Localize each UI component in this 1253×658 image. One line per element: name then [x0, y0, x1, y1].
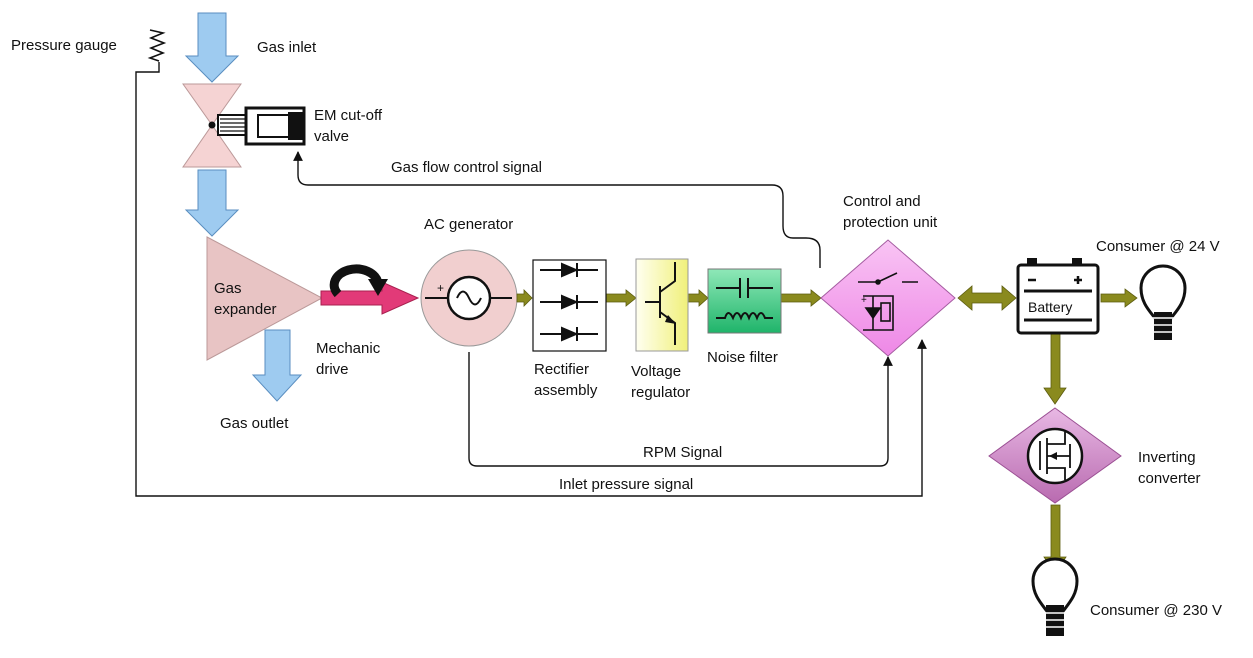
em-valve-label: EM cut-off valve — [314, 107, 383, 145]
control-protection-unit-block: + — [820, 239, 956, 357]
inverting-converter-label: Inverting converter — [1138, 449, 1201, 487]
gas-inlet-label: Gas inlet — [257, 39, 317, 56]
power-arrow-filter-ctrl — [780, 289, 822, 307]
power-arrow-battery-converter — [1043, 332, 1067, 405]
rpm-signal-label: RPM Signal — [643, 444, 723, 461]
mechanic-drive-label: Mechanic drive — [316, 340, 381, 378]
consumer-230v-label: Consumer @ 230 V — [1090, 602, 1222, 619]
power-flow-arrows — [516, 285, 1138, 574]
control-unit-label: Control and protection unit — [843, 193, 938, 231]
gas-outlet-label: Gas outlet — [220, 415, 289, 432]
battery-label: Battery — [1028, 299, 1073, 315]
mechanic-drive-arrow — [320, 281, 420, 315]
gas-flow-control-signal-line — [293, 151, 821, 268]
power-arrow-rect-reg — [605, 289, 637, 307]
inverting-converter-block — [988, 407, 1122, 504]
inlet-pressure-signal-line — [135, 62, 927, 497]
gas-outlet-arrow — [251, 329, 303, 402]
inlet-pressure-signal-label: Inlet pressure signal — [559, 476, 694, 493]
bulb-24v-icon — [1139, 264, 1187, 340]
consumer-24v-label: Consumer @ 24 V — [1096, 238, 1220, 255]
rotation-arrow-icon — [329, 264, 388, 298]
voltage-regulator-label: Voltage regulator — [631, 363, 691, 401]
svg-text:+: + — [437, 281, 444, 295]
gas-expander-label: Gas expander — [214, 280, 277, 318]
pressure-gauge-label: Pressure gauge — [11, 37, 117, 54]
rectifier-assembly-block — [532, 259, 607, 352]
power-arrow-gen-rect — [516, 289, 533, 307]
pressure-gauge-icon — [147, 29, 167, 62]
battery-block — [1016, 258, 1100, 335]
signal-lines — [135, 62, 927, 497]
power-arrow-reg-filter — [687, 289, 709, 307]
power-arrow-ctrl-battery — [957, 285, 1017, 311]
bulb-230v-icon — [1031, 557, 1079, 636]
ac-generator-block: + — [420, 249, 518, 347]
rpm-signal-line — [468, 352, 893, 467]
em-cutoff-valve — [182, 83, 306, 168]
ac-generator-label: AC generator — [424, 216, 514, 233]
gas-expander-block — [206, 236, 324, 361]
svg-text:+: + — [861, 295, 867, 306]
rectifier-label: Rectifier assembly — [534, 361, 598, 399]
power-arrow-battery-consumer — [1100, 288, 1138, 308]
noise-filter-block — [707, 268, 782, 334]
gas-flow-signal-label: Gas flow control signal — [391, 159, 542, 176]
gas-feed-arrow — [184, 169, 240, 237]
voltage-regulator-block — [635, 258, 689, 352]
gas-inlet-arrow — [184, 12, 240, 83]
noise-filter-label: Noise filter — [707, 349, 778, 366]
